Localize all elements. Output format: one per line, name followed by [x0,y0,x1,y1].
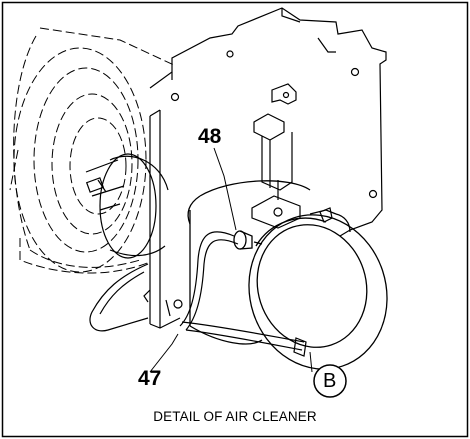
duct-coupling [85,153,169,259]
leader-48 [213,147,237,231]
mounting-bracket-plate [149,7,387,237]
canister-end-cap [248,214,388,370]
figure-caption: DETAIL OF AIR CLEANER [153,409,317,424]
clamp [85,177,105,193]
leader-47 [149,333,179,373]
hose-fitting [233,230,263,250]
leader-lines [149,147,313,373]
vacuum-hoses [89,231,307,357]
post-bolt [173,299,183,309]
plate-bolt-hole-3 [170,92,180,102]
callout-48: 48 [198,125,222,148]
sensor-module [251,113,333,229]
connector-b-label: B [323,370,337,392]
connector-b-circle [313,364,347,398]
callout-47: 47 [138,367,162,390]
plate-bolt-hole-1 [226,50,234,58]
plate-bolt-hole-2 [350,67,360,77]
leader-b [309,351,313,373]
air-cleaner-canister [187,180,388,370]
blower-housing-dashed [9,27,177,274]
mounting-post [143,109,183,329]
plate-bolt-hole-4 [368,189,378,199]
